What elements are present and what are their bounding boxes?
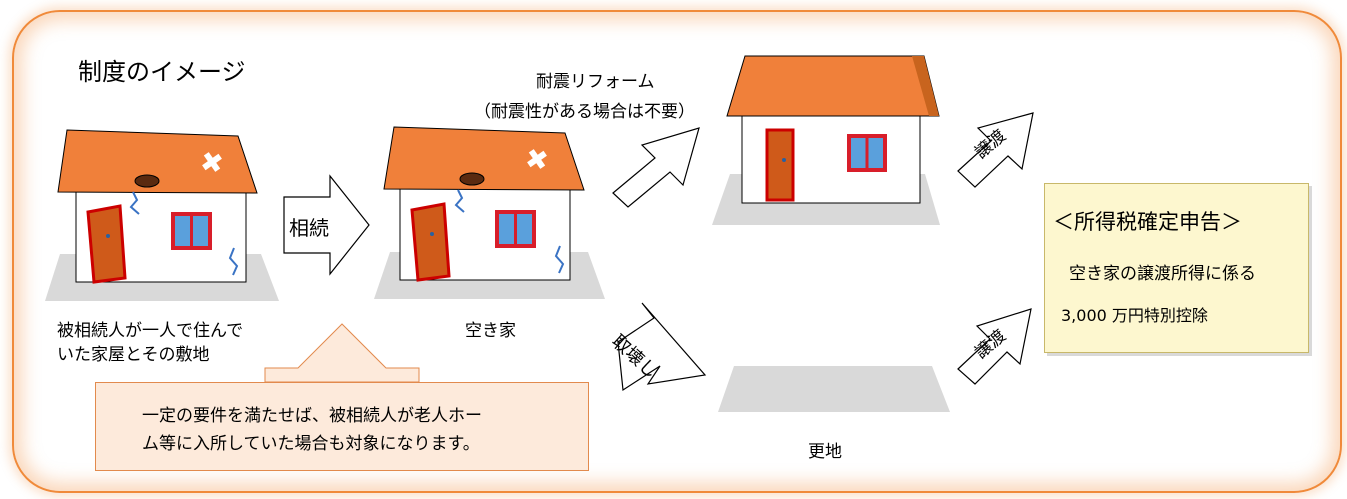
vacant-house-icon — [374, 126, 605, 299]
door — [765, 128, 795, 202]
note-line: 一定の要件を満たせば、被相続人が老人ホー — [142, 406, 482, 426]
broken-door — [410, 202, 451, 282]
wall-crack — [129, 191, 140, 215]
result-line: 3,000 万円特別控除 — [1061, 306, 1208, 325]
inherit-arrow-label: 相続 — [289, 216, 329, 240]
note-box: 一定の要件を満たせば、被相続人が老人ホー ム等に入所していた場合も対象になります… — [95, 382, 589, 471]
vacant-house-label: 空き家 — [465, 321, 516, 341]
reform-label: （耐震性がある場合は不要） — [474, 102, 695, 122]
transfer-arrow-bottom-icon — [957, 308, 1032, 385]
vacant-land-label: 更地 — [808, 442, 842, 462]
broken-door — [86, 204, 127, 284]
result-heading: ＜所得税確定申告＞ — [1053, 210, 1242, 234]
note-callout-arrow-icon — [264, 323, 420, 383]
demolish-arrow-icon — [617, 302, 707, 392]
roof-patch — [202, 152, 222, 172]
original-house-label: 被相続人が一人で住んで — [57, 321, 244, 341]
note-line: ム等に入所していた場合も対象になります。 — [142, 434, 480, 454]
transfer-arrow-top-icon — [957, 112, 1034, 188]
result-box: ＜所得税確定申告＞ 空き家の譲渡所得に係る 3,000 万円特別控除 — [1044, 183, 1309, 353]
roof-hole — [459, 172, 485, 186]
damaged-house-icon — [45, 129, 279, 301]
roof — [726, 55, 940, 117]
wall-crack — [228, 247, 239, 276]
original-house-label: いた家屋とその敷地 — [57, 345, 210, 365]
wall-crack — [454, 189, 465, 213]
reform-arrow-icon — [612, 127, 700, 208]
roof — [57, 129, 258, 194]
vacant-land-icon — [718, 366, 950, 412]
inherit-arrow-icon — [283, 174, 370, 276]
outer-frame — [12, 10, 1342, 493]
wall-crack — [554, 245, 565, 274]
page-title: 制度のイメージ — [78, 58, 246, 86]
result-line: 空き家の譲渡所得に係る — [1069, 264, 1256, 284]
reform-label: 耐震リフォーム — [536, 72, 655, 92]
roof — [383, 126, 585, 191]
roof-hole — [134, 174, 160, 188]
roof-patch — [527, 149, 547, 169]
reformed-house-icon — [712, 55, 940, 225]
